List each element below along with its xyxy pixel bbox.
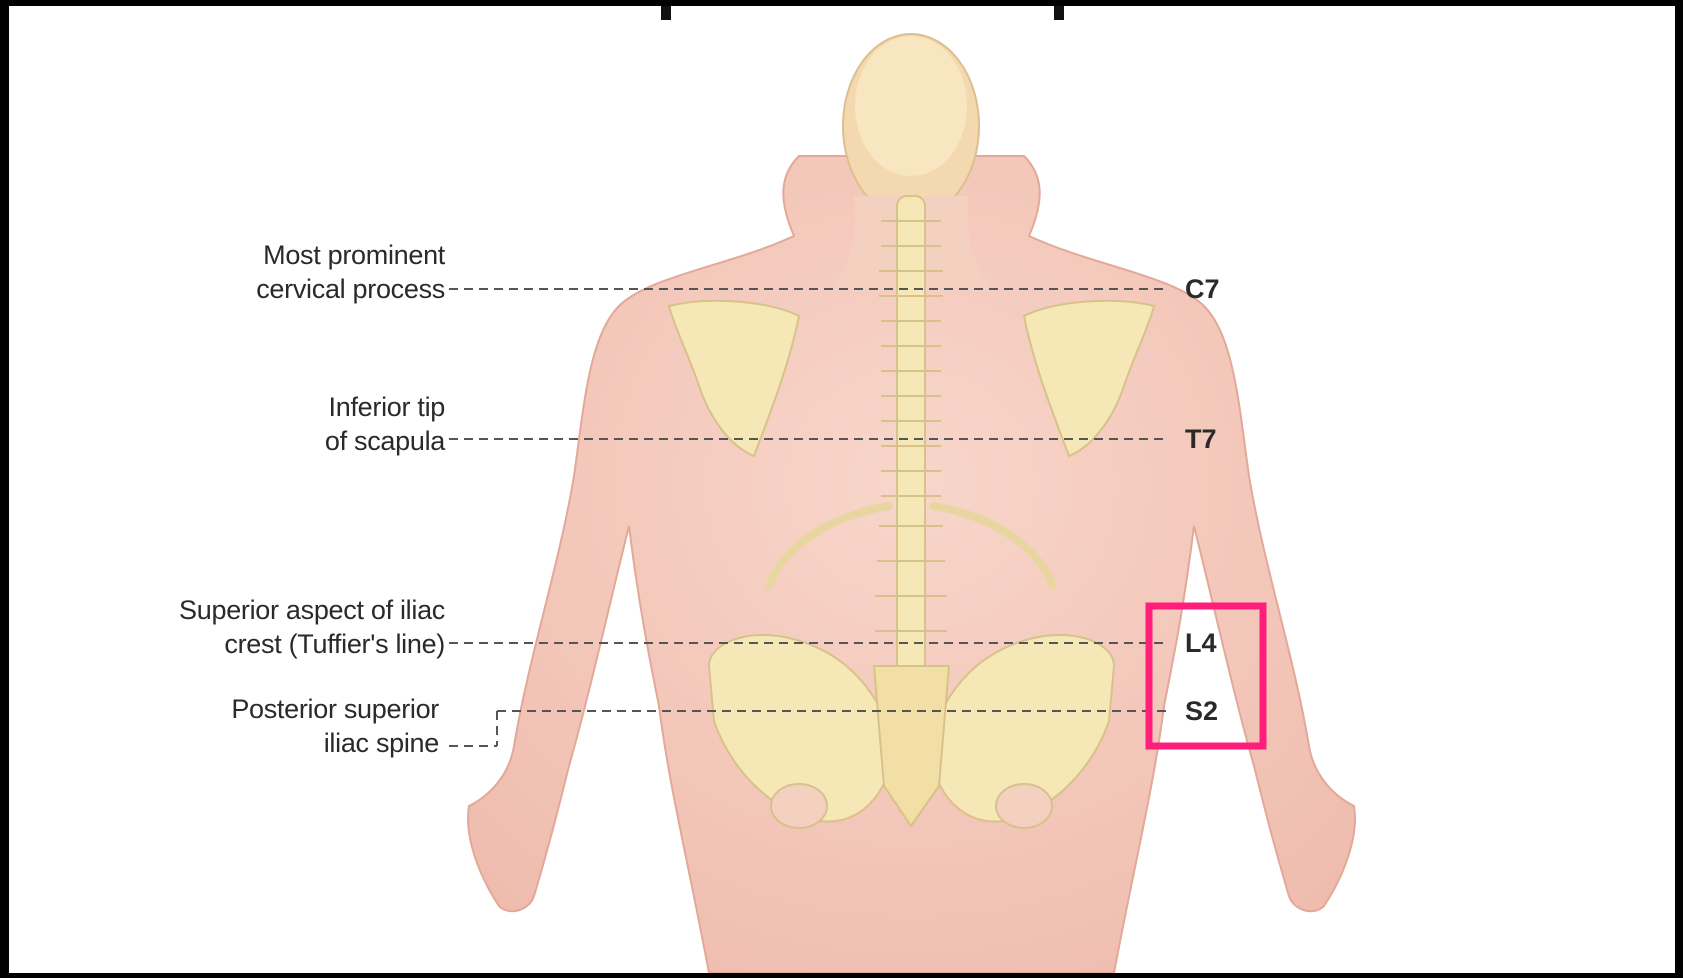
clipped-title-fragment xyxy=(1054,6,1064,20)
label-line: Posterior superior xyxy=(231,692,439,726)
level-t7: T7 xyxy=(1185,422,1217,456)
level-s2: S2 xyxy=(1185,694,1218,728)
label-line: Superior aspect of iliac xyxy=(179,593,445,627)
diagram-frame: Most prominent cervical process Inferior… xyxy=(9,6,1675,973)
clipped-title-fragment xyxy=(661,6,671,20)
landmark-label-l4: Superior aspect of iliac crest (Tuffier'… xyxy=(179,593,445,661)
label-line: crest (Tuffier's line) xyxy=(179,627,445,661)
landmark-label-t7: Inferior tip of scapula xyxy=(325,390,445,458)
label-line: cervical process xyxy=(256,272,445,306)
landmark-label-c7: Most prominent cervical process xyxy=(256,238,445,306)
level-l4: L4 xyxy=(1185,626,1217,660)
label-line: of scapula xyxy=(325,424,445,458)
label-line: Most prominent xyxy=(256,238,445,272)
back-anatomy-illustration xyxy=(9,6,1675,973)
label-line: Inferior tip xyxy=(325,390,445,424)
level-c7: C7 xyxy=(1185,272,1220,306)
label-line: iliac spine xyxy=(231,726,439,760)
landmark-label-s2: Posterior superior iliac spine xyxy=(231,692,439,760)
